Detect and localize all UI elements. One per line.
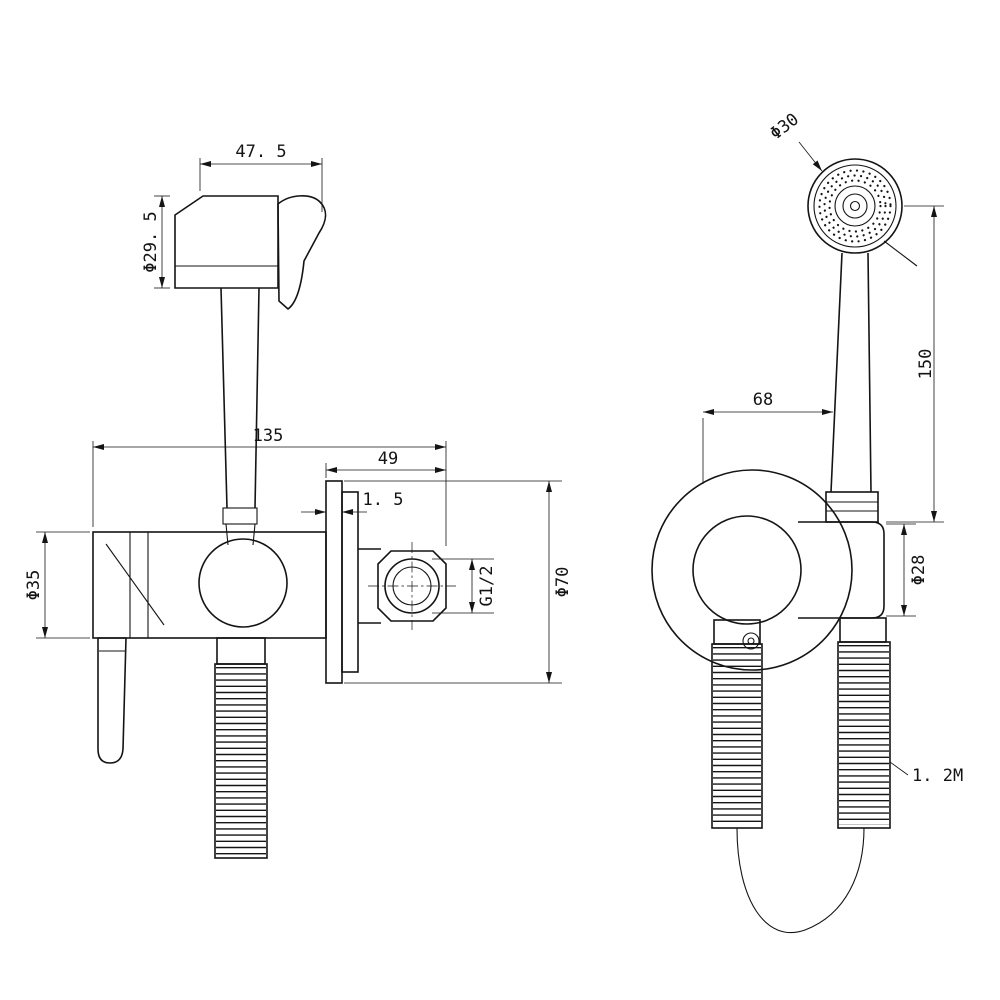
dim-label-body-diameter: Φ35 (24, 570, 44, 601)
screw-detail (742, 632, 760, 650)
dim-face-diameter: Φ30 (766, 109, 823, 172)
dim-label-thread-size: G1/2 (477, 566, 497, 607)
hose-body (214, 663, 268, 859)
dim-thread-size: G1/2 (432, 558, 497, 614)
dim-label-plate-thickness: 1. 5 (363, 490, 404, 510)
dimensions-front: 47. 5 Φ29. 5 135 49 1. (24, 142, 573, 684)
dim-label-plate-diameter: Φ70 (553, 567, 573, 598)
spray-nozzle-dots (818, 169, 892, 243)
front-view: 47. 5 Φ29. 5 135 49 1. (24, 142, 573, 859)
hose-front (214, 637, 268, 859)
handle-nut (825, 491, 879, 523)
dim-head-diameter: Φ29. 5 (141, 195, 170, 289)
trigger-lever (277, 195, 327, 311)
dim-body-diameter: Φ35 (24, 531, 90, 639)
sprayer-head-front (174, 195, 327, 546)
dim-head-width: 47. 5 (199, 142, 323, 212)
dim-label-head-width: 47. 5 (235, 142, 286, 162)
wall-plate-edge (325, 480, 343, 684)
dim-handle-length: 150 (886, 205, 944, 523)
holder-body (798, 521, 885, 619)
head-outline (174, 195, 279, 289)
dim-label-head-diameter: Φ29. 5 (141, 211, 161, 272)
dim-label-face-diameter: Φ30 (766, 109, 803, 144)
side-view: Φ30 150 68 Φ28 1. 2M (651, 109, 963, 934)
dim-label-handle-length: 150 (916, 349, 936, 380)
hose-nut (216, 637, 266, 665)
holder-ring (198, 538, 288, 628)
valve-body (92, 531, 327, 639)
dim-connector-diameter: Φ28 (886, 523, 929, 617)
dim-label-overall-length: 135 (253, 426, 284, 446)
dim-hose-length: 1. 2M (889, 761, 963, 786)
hose-nut-right (839, 617, 887, 643)
handle-connector (222, 507, 258, 525)
dim-overall-length: 135 (92, 426, 447, 546)
hose-loop (736, 827, 865, 934)
control-handle (97, 637, 127, 764)
dim-outlet-length: 49 (325, 449, 446, 478)
dim-plate-thickness: 1. 5 (301, 490, 404, 515)
head-face-outer (807, 158, 903, 254)
dim-label-center-offset: 68 (753, 390, 773, 410)
thread-port (384, 558, 440, 614)
handle-side (825, 252, 879, 523)
wall-plate-circle (651, 469, 853, 671)
dim-label-outlet-length: 49 (378, 449, 398, 469)
dim-center-offset: 68 (702, 390, 833, 484)
inlet-flange (377, 550, 447, 622)
dim-label-hose-length: 1. 2M (912, 766, 963, 786)
hoses-side (711, 617, 891, 934)
dim-plate-diameter: Φ70 (344, 480, 573, 684)
valve-assembly-front (92, 480, 456, 764)
sprayer-head-side (807, 158, 918, 267)
dim-label-connector-diameter: Φ28 (909, 555, 929, 586)
wall-plate-side (651, 469, 885, 671)
hose-left (711, 643, 763, 829)
